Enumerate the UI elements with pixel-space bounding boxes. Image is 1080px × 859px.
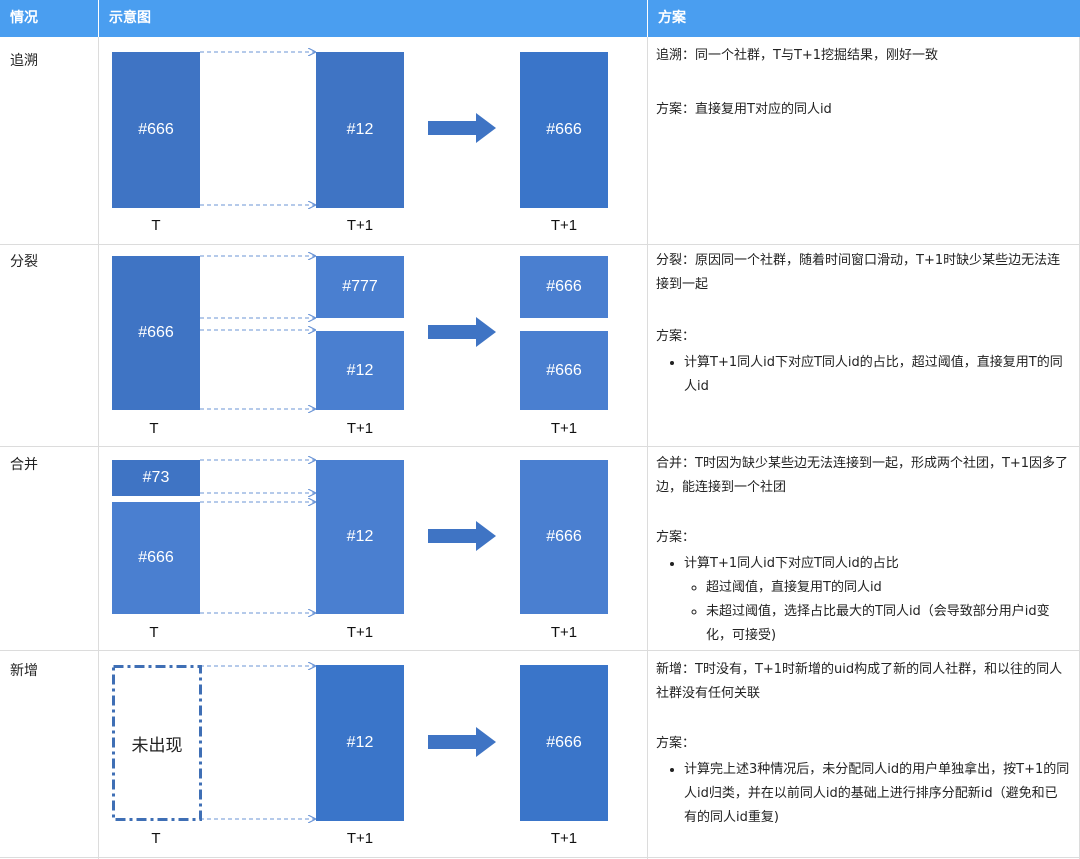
row-label-trace: 追溯: [10, 53, 38, 69]
scheme-bullet: 计算完上述3种情况后，未分配同人id的用户单独拿出，按T+1的同人id归类，并在…: [684, 758, 1070, 830]
column-divider: [647, 37, 648, 859]
scheme-merge: 合并：T时因为缺少某些边无法连接到一起，形成两个社团，T+1因多了边，能连接到一…: [656, 452, 1070, 648]
right-arrow-icon: [428, 113, 496, 143]
header-col-diagram: 示意图: [99, 0, 647, 37]
row-divider: [0, 446, 1080, 447]
scheme-bullet: 计算T+1同人id下对应T同人id的占比，超过阈值，直接复用T的同人id: [684, 351, 1070, 399]
scheme-description: 追溯：同一个社群，T与T+1挖掘结果，刚好一致: [656, 48, 939, 63]
placeholder-dashed-border: [112, 665, 202, 821]
time-label: T+1: [346, 217, 374, 234]
scheme-plan-title: 方案：: [656, 736, 696, 751]
time-label: T+1: [550, 624, 578, 641]
community-box-T1: #12: [316, 460, 404, 614]
scheme-sub-bullet: 超过阈值，直接复用T的同人id: [706, 576, 1070, 600]
time-label: T+1: [550, 830, 578, 847]
right-arrow-icon: [428, 521, 496, 551]
scheme-sub-bullet: 未超过阈值，选择占比最大的T同人id（会导致部分用户id变化，可接受): [706, 600, 1070, 648]
community-box-T: #666: [112, 52, 200, 208]
scheme-bullet-text: 计算T+1同人id下对应T同人id的占比: [684, 556, 899, 571]
scheme-sub-bullet-list: 超过阈值，直接复用T的同人id 未超过阈值，选择占比最大的T同人id（会导致部分…: [684, 576, 1070, 648]
scheme-trace: 追溯：同一个社群，T与T+1挖掘结果，刚好一致 方案：直接复用T对应的同人id: [656, 44, 1070, 122]
scheme-bullet-list: 计算完上述3种情况后，未分配同人id的用户单独拿出，按T+1的同人id归类，并在…: [656, 758, 1070, 830]
dashed-connector-arrows: [200, 252, 320, 417]
dashed-connector-arrows: [200, 662, 320, 827]
scheme-description: 分裂：原因同一个社群，随着时间窗口滑动，T+1时缺少某些边无法连接到一起: [656, 253, 1061, 292]
time-label: T+1: [346, 420, 374, 437]
community-box-result: #666: [520, 52, 608, 208]
time-label: T: [149, 624, 159, 641]
scheme-split: 分裂：原因同一个社群，随着时间窗口滑动，T+1时缺少某些边无法连接到一起 方案：…: [656, 249, 1070, 399]
time-label: T+1: [550, 217, 578, 234]
community-box-T1-b: #12: [316, 331, 404, 410]
community-box-T-b: #666: [112, 502, 200, 614]
community-box-T1: #12: [316, 665, 404, 821]
community-box-result-b: #666: [520, 331, 608, 410]
scheme-bullet-list: 计算T+1同人id下对应T同人id的占比，超过阈值，直接复用T的同人id: [656, 351, 1070, 399]
scheme-plan: 方案：直接复用T对应的同人id: [656, 102, 832, 117]
scheme-plan-title: 方案：: [656, 530, 696, 545]
right-arrow-icon: [428, 727, 496, 757]
scheme-description: 新增：T时没有，T+1时新增的uid构成了新的同人社群，和以往的同人社群没有任何…: [656, 662, 1063, 701]
column-divider: [98, 37, 99, 859]
header-col-situation: 情况: [0, 0, 98, 37]
time-label: T+1: [346, 624, 374, 641]
not-appeared-placeholder: 未出现: [131, 735, 183, 756]
time-label: T+1: [346, 830, 374, 847]
row-divider: [0, 650, 1080, 651]
community-box-T: #666: [112, 256, 200, 410]
scheme-bullet: 计算T+1同人id下对应T同人id的占比 超过阈值，直接复用T的同人id 未超过…: [684, 552, 1070, 648]
row-label-new: 新增: [10, 663, 38, 679]
community-box-result: #666: [520, 460, 608, 614]
time-label: T: [149, 420, 159, 437]
scheme-description: 合并：T时因为缺少某些边无法连接到一起，形成两个社团，T+1因多了边，能连接到一…: [656, 456, 1069, 495]
right-arrow-icon: [428, 317, 496, 347]
community-box-T1-a: #777: [316, 256, 404, 318]
dashed-connector-arrows: [200, 456, 320, 621]
row-label-merge: 合并: [10, 457, 38, 473]
time-label: T+1: [550, 420, 578, 437]
community-box-T-a: #73: [112, 460, 200, 496]
time-label: T: [151, 217, 161, 234]
header-col-scheme: 方案: [648, 0, 1080, 37]
scheme-plan-title: 方案：: [656, 329, 696, 344]
community-box-T1: #12: [316, 52, 404, 208]
row-divider: [0, 244, 1080, 245]
scheme-bullet-list: 计算T+1同人id下对应T同人id的占比 超过阈值，直接复用T的同人id 未超过…: [656, 552, 1070, 648]
row-label-split: 分裂: [10, 254, 38, 270]
time-label: T: [151, 830, 161, 847]
dashed-connector-arrows: [200, 48, 320, 213]
scheme-new: 新增：T时没有，T+1时新增的uid构成了新的同人社群，和以往的同人社群没有任何…: [656, 658, 1070, 830]
community-box-result: #666: [520, 665, 608, 821]
community-box-result-a: #666: [520, 256, 608, 318]
row-divider: [0, 857, 1080, 858]
